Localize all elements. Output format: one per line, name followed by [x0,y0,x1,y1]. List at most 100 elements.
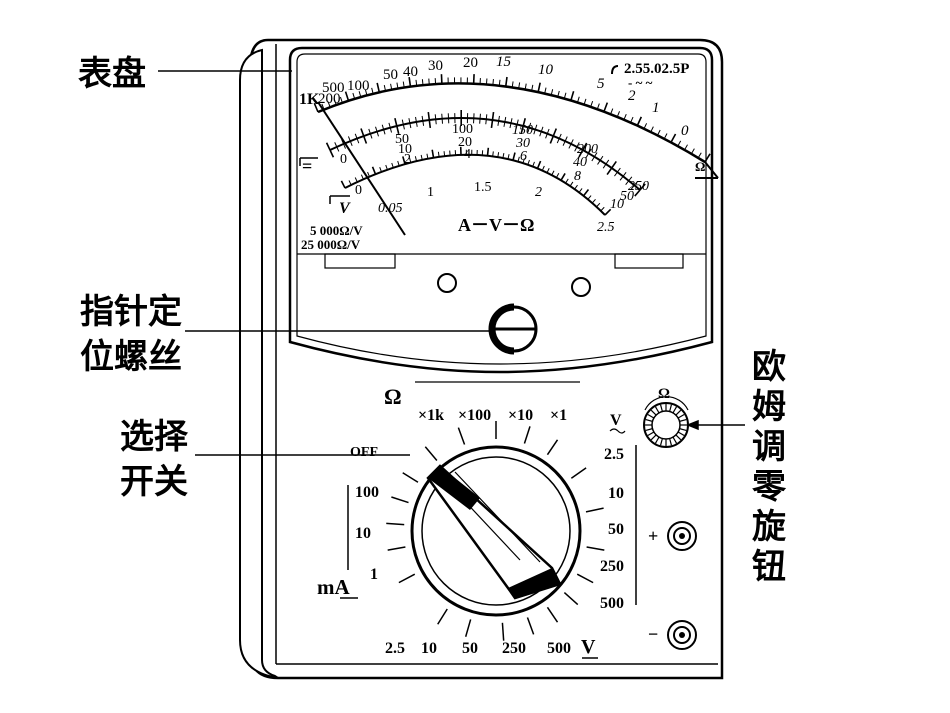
acv-symbol: V [610,412,622,429]
dial-center-label: A－V－Ω [458,215,534,235]
ma-range-100: 100 [355,484,379,501]
callout-labels: 表盘 指针定 位螺丝 选择 开关 欧 姆 调 零 旋 钮 [78,54,787,587]
v-range-250: 250 [502,640,526,657]
ohm-adjust-knob[interactable]: Ω [643,386,689,448]
dc-inner-40: 40 [573,155,587,170]
dial-ac-symbol: V [339,200,351,217]
dc-scale-labels: 0 50 100 150 200 250 2 4 6 8 10 10 20 30… [340,122,649,212]
meter-body [239,38,724,680]
ac-label-005: 0.05 [378,201,403,216]
selector-switch[interactable] [410,445,582,617]
ohm-label-1: 1 [652,100,660,116]
knob-ohm-label: Ω [658,386,670,402]
v-range-2-5: 2.5 [385,640,405,657]
dial-hole-left [437,273,457,293]
ohm-range-x1k: ×1k [418,407,444,424]
dc-inner-20: 20 [458,135,472,150]
pointer-needle [317,101,406,236]
ohm-label-2: 2 [628,88,636,104]
dial-dc-symbol: = [302,156,312,176]
ohm-label-20: 20 [463,55,478,71]
ohm-label-30: 30 [428,58,443,74]
ohm-label-15: 15 [496,54,512,70]
v-range-50: 50 [462,640,478,657]
terminal-negative[interactable] [667,620,697,650]
dc-label-150: 150 [512,123,533,138]
ma-unit-label: mA [317,575,350,599]
ohm-range-x100: ×100 [458,407,491,424]
v-range-10: 10 [421,640,437,657]
callout-ohm-adjust-6: 钮 [752,547,786,587]
dc-label-100: 100 [452,122,473,137]
scale-arcs [299,82,719,216]
callout-dial: 表盘 [78,54,146,94]
ohm-scale-labels: 1K 500 200 100 50 40 30 20 15 10 5 2 1 0 [299,54,689,139]
ac-scale-labels: 0 0.05 1 1.5 2 2.5 [355,180,615,235]
ohm-label-50: 50 [383,67,398,83]
acv-range-10: 10 [608,485,624,502]
callout-ohm-adjust-4: 零 [752,467,787,507]
dc-mid-4: 4 [464,147,471,162]
callout-ohm-adjust-1: 欧 [752,347,786,387]
acv-range-50: 50 [608,521,624,538]
ac-label-25: 2.5 [597,220,615,235]
sensitivity-ac: 25 000Ω/V [301,237,361,252]
acv-range-500: 500 [600,595,624,612]
dc-label-50: 50 [395,132,409,147]
v-range-500: 500 [547,640,571,657]
callout-zero-screw-2: 位螺丝 [80,337,182,377]
callout-ohm-adjust-3: 调 [752,427,786,467]
ac-label-15: 1.5 [474,180,492,195]
ac-label-0: 0 [355,183,362,198]
zero-adjust-screw[interactable] [488,303,538,355]
callout-ohm-adjust-2: 姆 [752,387,786,427]
ac-label-2: 2 [535,185,542,200]
dial-top-right-sub: - ~ ~ [628,75,653,90]
v-unit-label: V [581,636,596,658]
dc-label-0: 0 [340,152,347,167]
dial-ohm-symbol: Ω [695,159,705,174]
dc-label-200: 200 [577,142,598,157]
callout-lines [158,70,745,456]
callout-ohm-adjust-5: 旋 [752,507,786,547]
ohm-scale-arc [317,82,706,164]
dc-mid-10: 10 [610,197,624,212]
dc-mid-8: 8 [574,169,581,184]
selector-panel: Ω ×1k ×100 ×10 ×1 OFF 100 10 1 mA 2.5 10… [317,381,637,659]
ohm-label-40: 40 [403,64,418,80]
acv-range-250: 250 [600,558,624,575]
callout-selector-2: 开关 [120,462,188,502]
ohm-label-0: 0 [681,123,689,139]
ohm-label-10: 10 [538,62,554,78]
dc-mid-2: 2 [404,152,411,167]
callout-zero-screw-1: 指针定 [80,292,182,332]
terminal-positive[interactable] [667,521,697,551]
callout-selector-1: 选择 [120,417,189,457]
dc-mid-6: 6 [520,149,527,164]
ac-label-1: 1 [427,185,434,200]
dc-inner-50: 50 [620,189,634,204]
dial-hole-right [571,277,591,297]
acv-range-2-5: 2.5 [604,446,624,463]
ohm-label-1k: 1K [299,91,320,108]
terminal-minus-label: − [648,624,658,644]
dc-inner-30: 30 [515,136,530,151]
dc-label-250: 250 [628,179,649,194]
dc-inner-10: 10 [398,142,412,157]
ohm-label-100: 100 [347,78,370,94]
dial-top-right-marks: 2.55.02.5P [624,61,689,77]
ohm-label-5: 5 [597,76,605,92]
ohm-range-x1: ×1 [550,407,567,424]
ma-range-10: 10 [355,525,371,542]
scale-ticks [313,74,711,216]
off-position: OFF [350,445,378,460]
ma-range-1: 1 [370,566,378,583]
dial-window [288,46,714,374]
ohm-label-200: 200 [318,91,341,107]
ohm-range-header: Ω [384,384,402,409]
dial-symbols: 2.55.02.5P - ~ ~ Ω = V A－V－Ω 5 000Ω/V 25… [301,61,705,252]
sensitivity-dc: 5 000Ω/V [310,223,363,238]
selector-tick-marks [386,421,605,641]
terminal-plus-label: + [648,526,658,546]
